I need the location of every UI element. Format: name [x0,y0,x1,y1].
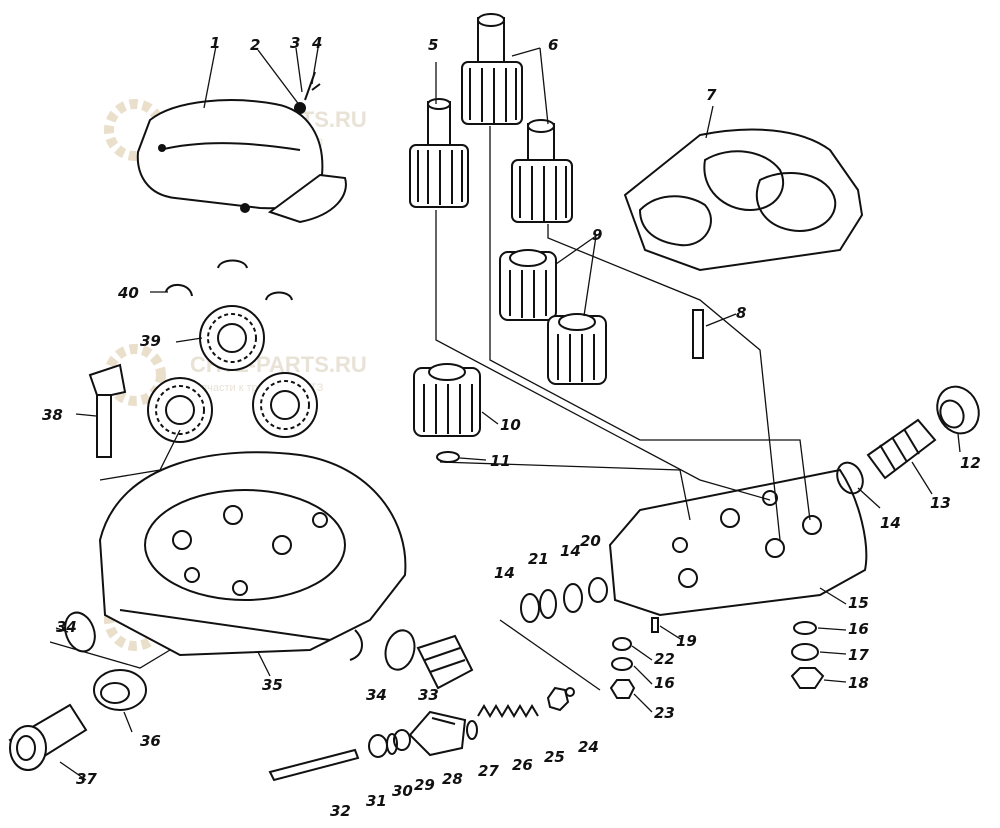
callout-35: 35 [262,676,283,694]
nut-25 [546,686,570,712]
ring-40-a [217,259,248,269]
washer-22 [612,637,632,651]
washer-16-right [793,621,817,635]
gear-39 [199,305,265,371]
callout-17: 17 [848,646,869,664]
gear-6-lower [511,119,573,223]
ring-14-right [836,461,864,495]
pump-body-35 [98,451,407,661]
callout-22: 22 [654,650,675,668]
gear-9-lower [547,313,607,385]
callout-4: 4 [311,34,322,52]
ring-21 [539,589,557,619]
callout-26: 26 [512,756,533,774]
ring-40-c [265,291,293,301]
callout-3: 3 [290,34,300,52]
pin-19 [651,617,659,633]
callout-14-b: 14 [560,542,581,560]
callout-38: 38 [42,406,63,424]
plug-36 [93,669,147,711]
callout-27: 27 [478,762,499,780]
callout-40: 40 [117,284,139,302]
callout-14-a: 14 [494,564,515,582]
callout-36: 36 [140,732,161,750]
nut-31 [368,734,388,758]
callout-12: 12 [960,454,981,472]
callout-32: 32 [330,802,351,820]
callout-19: 19 [676,632,697,650]
washer-24 [565,687,575,697]
gear-5 [409,98,469,208]
callout-34-left: 34 [56,618,77,636]
gear-left [147,377,213,443]
callout-20: 20 [580,532,601,550]
callout-2: 2 [250,36,260,54]
union-37 [8,703,88,771]
cover-part [136,71,347,224]
callout-30: 30 [392,782,413,800]
callout-24: 24 [578,738,599,756]
pin-8 [692,309,704,359]
ring-34-left [64,611,96,653]
cover-plate-15 [608,468,868,617]
ring-14-b [563,583,583,613]
gear-6-upper [461,13,523,125]
spring-26 [477,704,539,718]
ring-14-a [520,593,540,623]
callout-6: 6 [548,36,558,54]
gear-right [252,372,318,438]
ring-27 [466,720,478,740]
washer-29 [393,729,411,751]
callout-8: 8 [736,304,746,322]
callout-34-right: 34 [366,686,387,704]
callout-labels: 1 2 3 4 5 6 7 8 9 10 11 12 13 14 14 14 3… [42,34,981,820]
callout-9: 9 [592,226,602,244]
callout-7: 7 [706,86,717,104]
callout-23: 23 [654,704,675,722]
callout-25: 25 [544,748,565,766]
callout-13: 13 [930,494,951,512]
callout-15: 15 [848,594,869,612]
callout-33: 33 [418,686,439,704]
callout-16-right: 16 [848,620,869,638]
callout-39: 39 [140,332,161,350]
callout-10: 10 [500,416,521,434]
plug-33 [416,634,474,690]
callout-14-right: 14 [880,514,901,532]
callout-21: 21 [528,550,549,568]
nut-18 [790,667,825,689]
callout-16-left: 16 [654,674,675,692]
callout-18: 18 [848,674,869,692]
callout-28: 28 [442,770,463,788]
gear-9-upper [499,249,557,321]
bushing-20 [588,577,608,603]
gear-10 [413,363,481,463]
gasket-7 [623,128,864,272]
callout-5: 5 [428,36,438,54]
fitting-13 [866,418,937,480]
ring-40-b [165,284,193,297]
nut-23 [609,679,636,699]
callout-37: 37 [76,770,97,788]
washer-16-left [611,657,633,671]
washer-17 [791,643,819,661]
valve-28 [408,710,467,757]
bolt-38 [88,363,127,458]
ring-34-right [384,629,416,671]
callout-11: 11 [490,452,511,470]
screw-32 [268,748,360,782]
cap-12 [936,385,980,435]
callout-31: 31 [366,792,387,810]
callout-1: 1 [210,34,220,52]
callout-29: 29 [414,776,435,794]
